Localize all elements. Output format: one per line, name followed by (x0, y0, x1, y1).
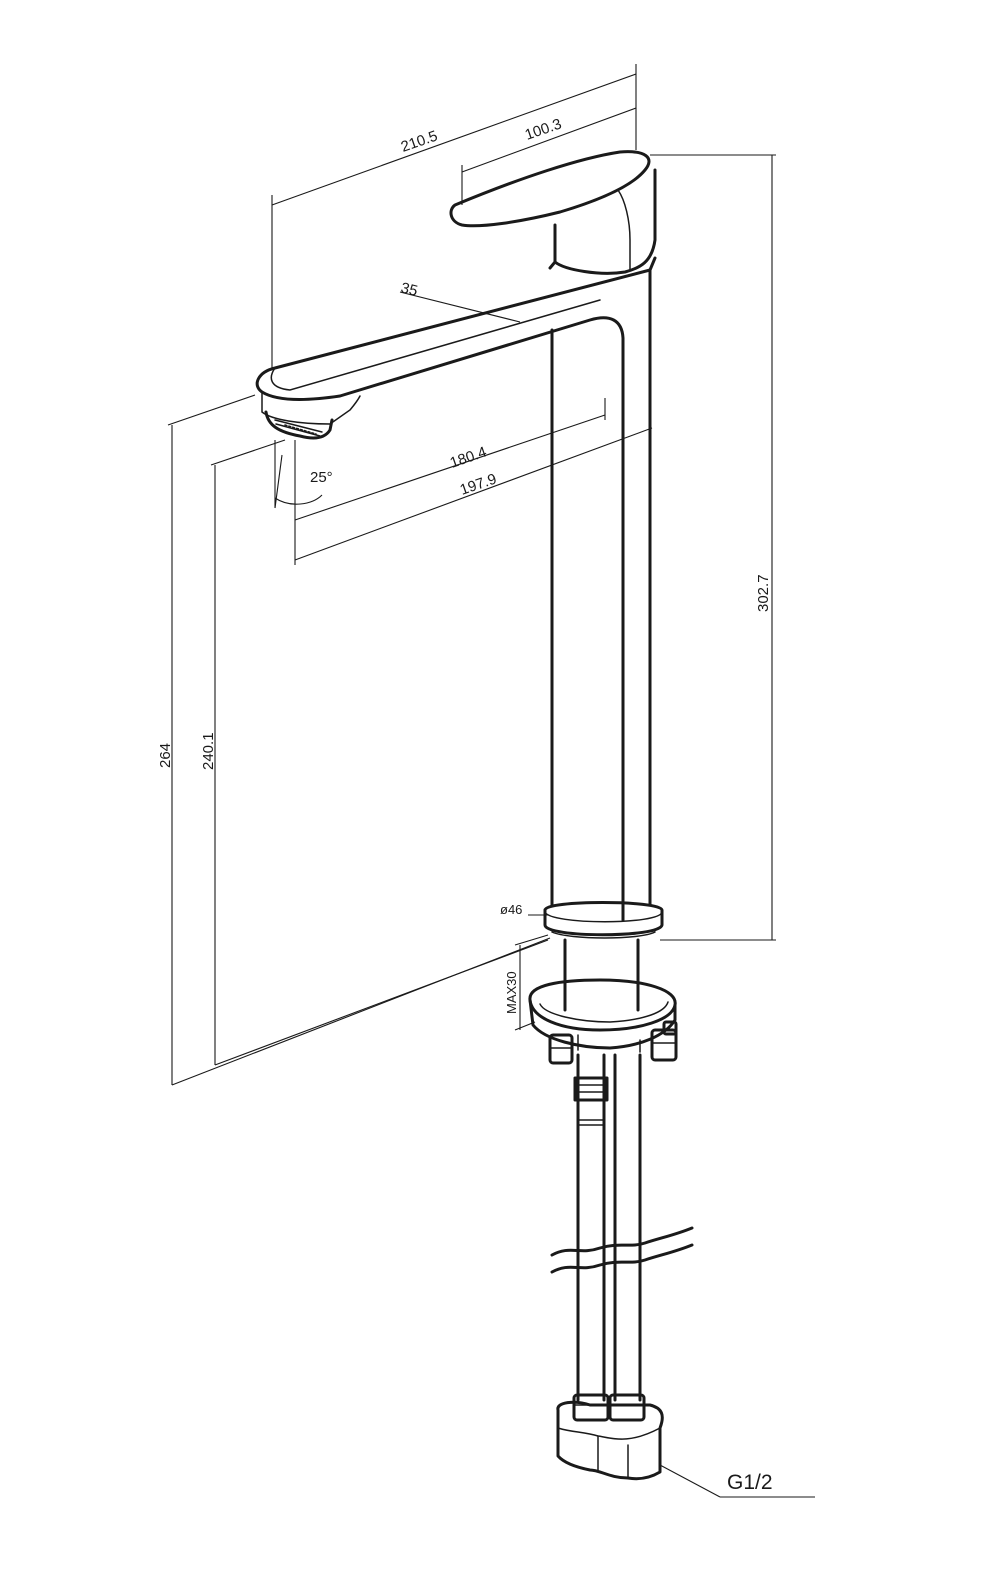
dim-lever-width: 100.3 (523, 115, 564, 143)
dim-reach-outer: 197.9 (458, 470, 499, 498)
dim-spout-height: 264 (157, 743, 174, 768)
hose-fittings (556, 1393, 664, 1481)
dim-reach-inner: 180.4 (448, 443, 489, 471)
dim-base-diameter: ø46 (500, 902, 522, 917)
lever-body (553, 168, 657, 275)
stud-left (548, 1033, 574, 1065)
dimension-lines (167, 64, 815, 1498)
lever-handle (449, 150, 651, 228)
dim-spout-width: 35 (399, 279, 419, 300)
dim-max-deck: MAX30 (504, 971, 519, 1014)
base-ring (543, 901, 664, 937)
break-line (550, 1226, 694, 1257)
body-cap (548, 256, 657, 272)
dim-connection-thread: G1/2 (727, 1471, 773, 1494)
supply-hoses (573, 1053, 642, 1402)
faucet-body (255, 150, 694, 1481)
dim-total-height: 302.7 (755, 574, 772, 612)
aerator (264, 410, 334, 440)
dim-outlet-height: 240.1 (200, 732, 217, 770)
dim-spout-angle: 25° (310, 469, 333, 486)
spout (255, 268, 652, 922)
dimension-labels: 210.5 100.3 35 180.4 197.9 25° 302.7 264… (157, 115, 773, 1494)
